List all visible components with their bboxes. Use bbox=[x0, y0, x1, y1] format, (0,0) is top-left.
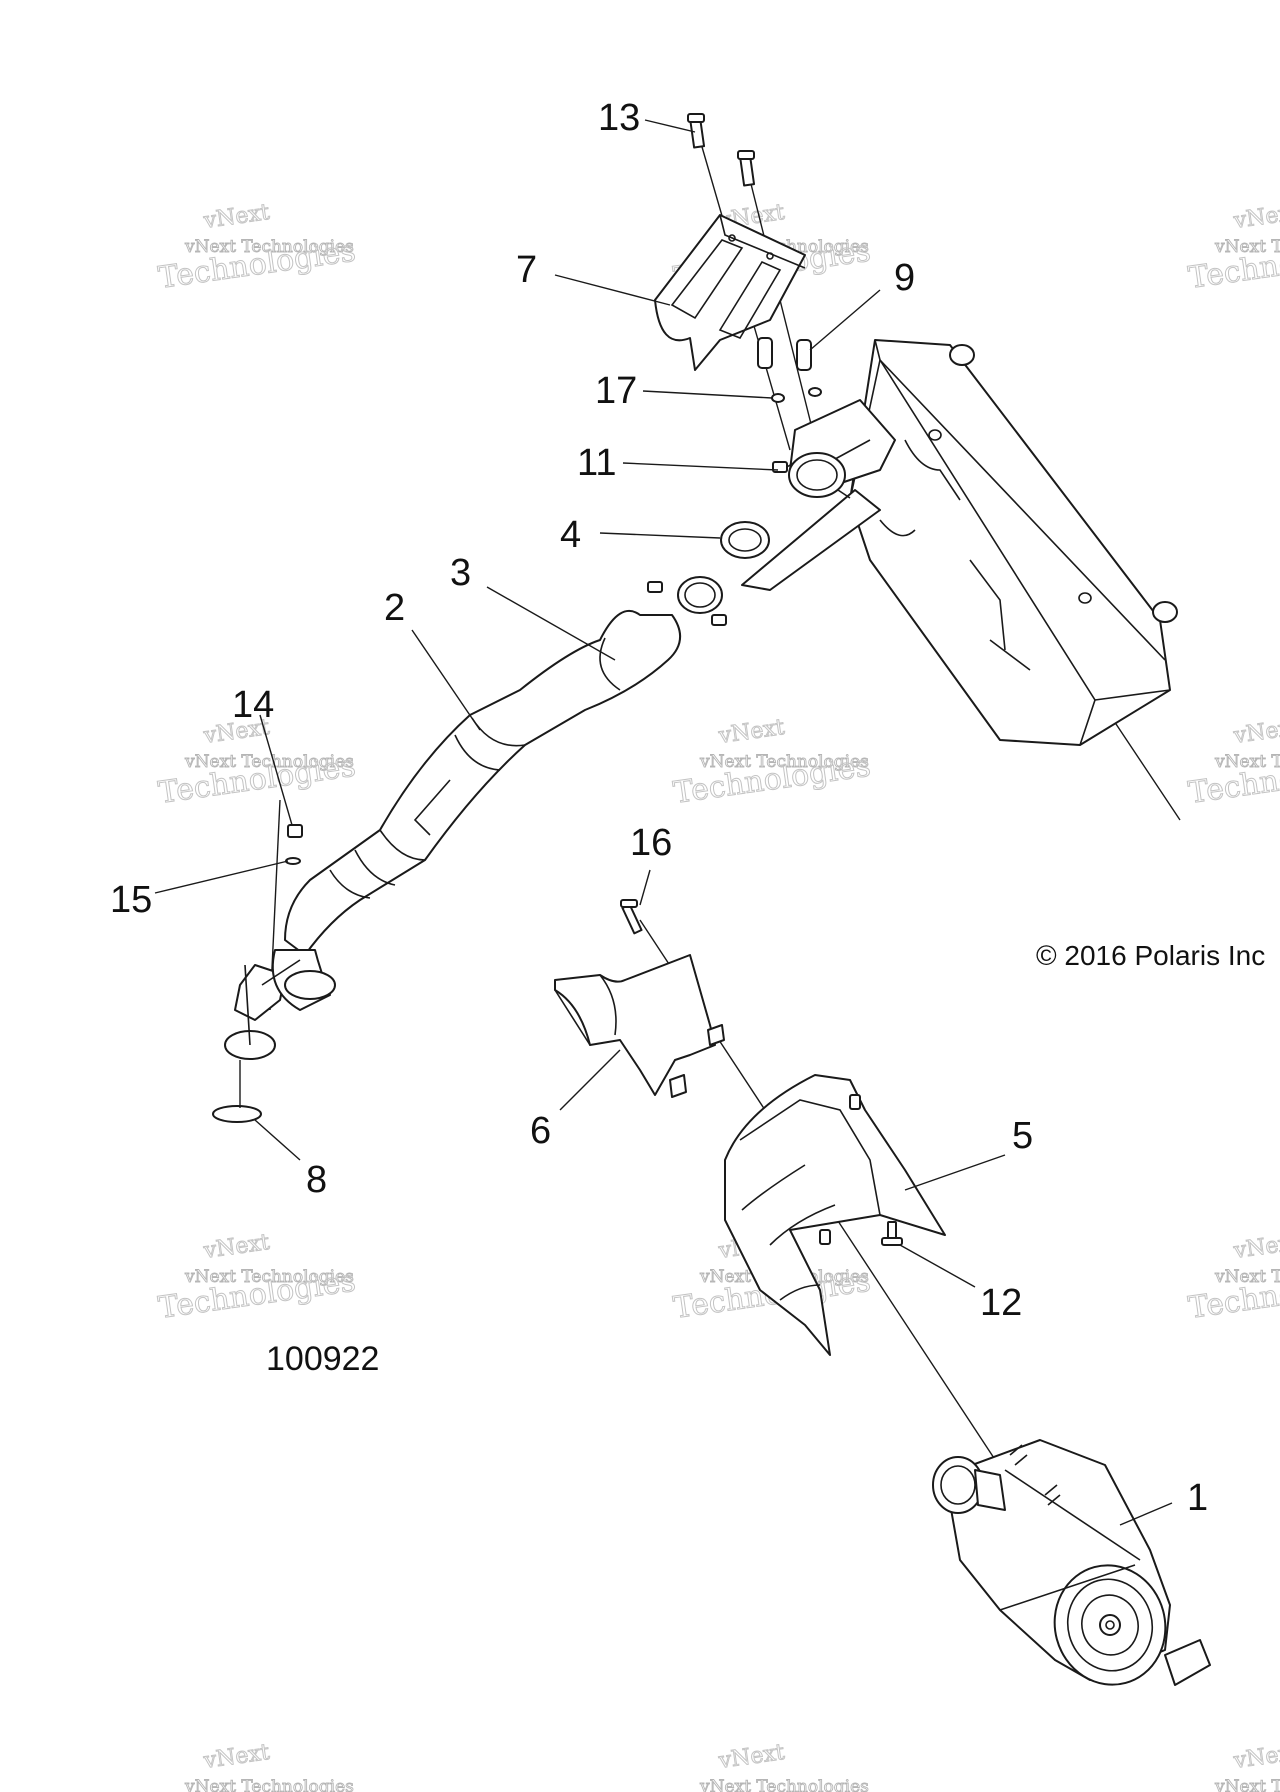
part-4-gasket bbox=[720, 521, 770, 559]
svg-text:vNext Technologies: vNext Technologies bbox=[184, 1777, 354, 1792]
svg-text:vNext: vNext bbox=[1231, 1230, 1280, 1264]
part-6-heat-shield bbox=[554, 954, 725, 1098]
svg-text:vNext: vNext bbox=[1231, 715, 1280, 749]
svg-text:vNext: vNext bbox=[1231, 1740, 1280, 1774]
part-17-washers bbox=[771, 387, 822, 403]
callout-7: 7 bbox=[516, 249, 537, 291]
callout-6: 6 bbox=[530, 1110, 551, 1152]
callout-17: 17 bbox=[595, 370, 637, 412]
watermark: vNext vNext Technologies Technologies bbox=[156, 714, 358, 811]
watermark: vNext vNext Technologies Technologies bbox=[1186, 714, 1280, 811]
callout-12: 12 bbox=[980, 1282, 1022, 1324]
callout-4: 4 bbox=[560, 514, 581, 556]
watermark: vNext vNext Technologies Technologies bbox=[156, 1229, 358, 1326]
watermark: vNext vNext Technologies Technologies bbox=[671, 714, 873, 811]
callout-16: 16 bbox=[630, 822, 672, 864]
svg-text:vNext Technologies: vNext Technologies bbox=[1214, 752, 1280, 772]
callout-11: 11 bbox=[577, 442, 616, 484]
callout-8: 8 bbox=[306, 1159, 327, 1201]
callout-2: 2 bbox=[384, 587, 405, 629]
callout-5: 5 bbox=[1012, 1115, 1033, 1157]
watermark: vNext vNext Technologies Technologies bbox=[1186, 1229, 1280, 1326]
watermark: vNext vNext Technologies bbox=[1214, 1739, 1280, 1792]
callout-labels: 13 7 9 17 11 4 3 2 14 15 16 6 5 12 8 1 bbox=[110, 97, 1208, 1519]
svg-text:vNext Technologies: vNext Technologies bbox=[1214, 1777, 1280, 1792]
svg-text:vNext Technologies: vNext Technologies bbox=[699, 752, 869, 772]
part-8-gasket bbox=[212, 1060, 262, 1123]
svg-text:vNext Technologies: vNext Technologies bbox=[184, 752, 354, 772]
watermark: vNext vNext Technologies Technologies bbox=[1186, 199, 1280, 296]
part-7-bracket bbox=[654, 214, 806, 371]
watermark: vNext vNext Technologies bbox=[699, 1739, 870, 1792]
svg-text:vNext Technologies: vNext Technologies bbox=[184, 1267, 354, 1287]
part-14-nut bbox=[287, 824, 303, 838]
watermark: vNext vNext Technologies bbox=[184, 1739, 355, 1792]
leader-lines bbox=[154, 119, 1173, 1526]
part-11-clamp bbox=[772, 452, 851, 499]
callout-3: 3 bbox=[450, 552, 471, 594]
callout-9: 9 bbox=[894, 257, 915, 299]
copyright-notice: © 2016 Polaris Inc bbox=[1036, 940, 1265, 971]
callout-13: 13 bbox=[598, 97, 640, 139]
part-16-screw bbox=[620, 899, 643, 935]
part-12-screw bbox=[881, 1221, 903, 1246]
svg-text:vNext: vNext bbox=[201, 1230, 271, 1264]
svg-text:vNext: vNext bbox=[201, 200, 271, 234]
part-1-muffler bbox=[932, 1439, 1211, 1686]
watermark: vNext vNext Technologies Technologies bbox=[156, 199, 358, 296]
muffler-upper bbox=[741, 339, 1178, 746]
document-number: 100922 bbox=[266, 1340, 379, 1378]
svg-text:vNext: vNext bbox=[1231, 200, 1280, 234]
part-5-heat-shield bbox=[724, 1074, 946, 1356]
svg-text:vNext: vNext bbox=[716, 1740, 786, 1774]
svg-text:vNext: vNext bbox=[716, 715, 786, 749]
svg-text:vNext Technologies: vNext Technologies bbox=[1214, 1267, 1280, 1287]
svg-text:vNext Technologies: vNext Technologies bbox=[699, 1777, 869, 1792]
part-15-washer bbox=[285, 857, 301, 865]
callout-1: 1 bbox=[1187, 1477, 1208, 1519]
callout-15: 15 bbox=[110, 879, 152, 921]
part-13-bolts bbox=[687, 113, 756, 187]
callout-14: 14 bbox=[232, 684, 274, 726]
svg-text:vNext Technologies: vNext Technologies bbox=[184, 237, 354, 257]
part-2-3-head-pipe bbox=[224, 576, 727, 1060]
svg-text:vNext Technologies: vNext Technologies bbox=[1214, 237, 1280, 257]
part-9-spacers bbox=[757, 337, 812, 371]
svg-text:vNext: vNext bbox=[201, 1740, 271, 1774]
